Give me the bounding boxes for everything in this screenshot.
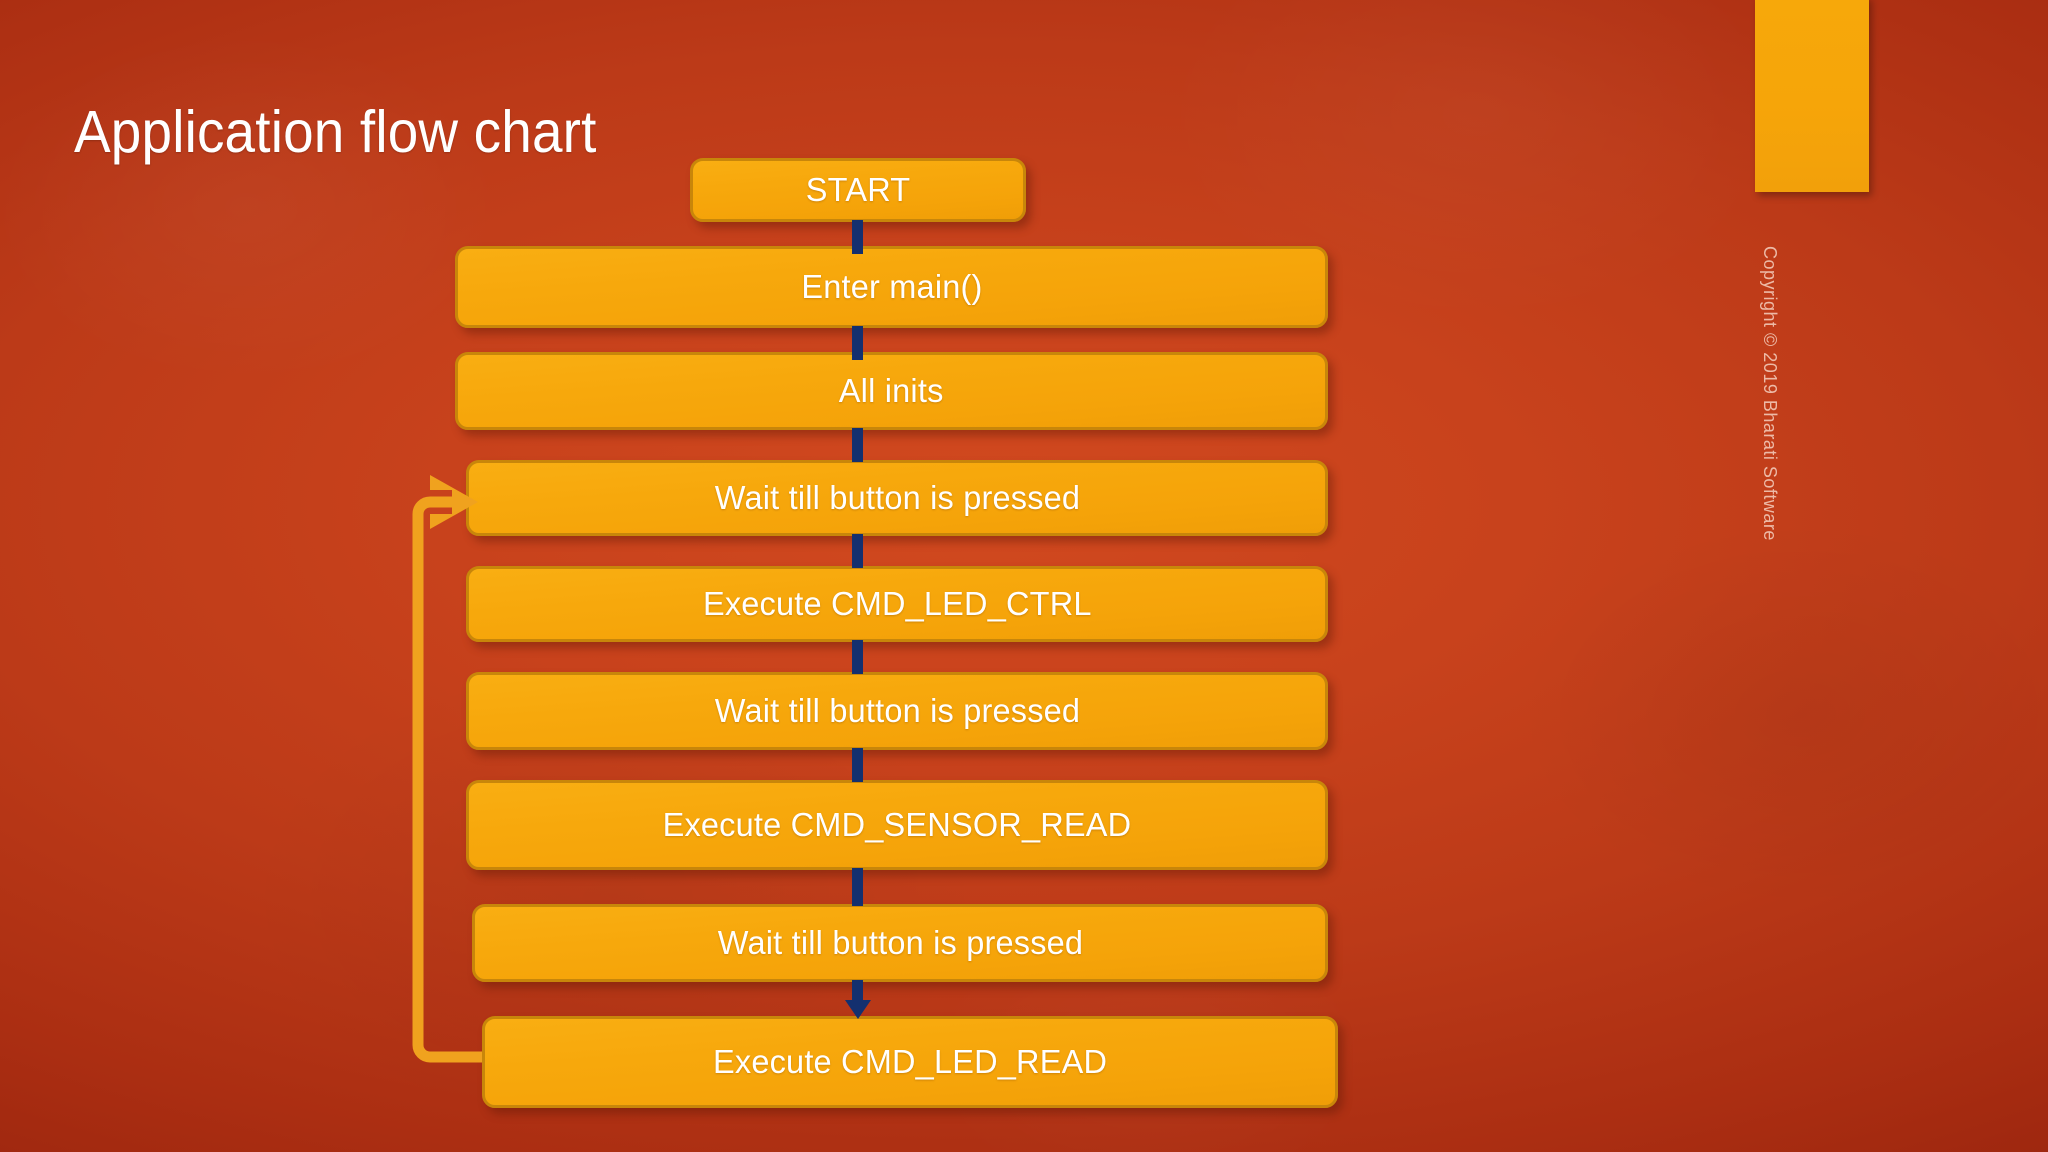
flow-node-cmd-sensor-read[interactable]: Execute CMD_SENSOR_READ <box>466 780 1328 870</box>
flow-node-label: Execute CMD_SENSOR_READ <box>662 806 1132 843</box>
flow-node-label: All inits <box>839 372 944 409</box>
flow-node-cmd-led-ctrl[interactable]: Execute CMD_LED_CTRL <box>466 566 1328 642</box>
connector-enter-main-to-all-inits <box>852 326 863 360</box>
connector-cmd-led-ctrl-to-wait-2 <box>852 640 863 674</box>
connector-wait-2-to-cmd-sensor <box>852 748 863 782</box>
page-title: Application flow chart <box>74 98 597 165</box>
flow-node-cmd-led-read[interactable]: Execute CMD_LED_READ <box>482 1016 1338 1108</box>
flow-node-all-inits[interactable]: All inits <box>455 352 1328 430</box>
arrowhead-down-icon <box>845 1000 871 1019</box>
flow-node-label: START <box>805 171 911 208</box>
flow-node-label: Wait till button is pressed <box>714 479 1080 516</box>
flow-node-label: Execute CMD_LED_READ <box>712 1043 1108 1080</box>
flow-node-label: Wait till button is pressed <box>717 924 1083 961</box>
flow-node-start[interactable]: START <box>690 158 1026 222</box>
flow-node-label: Enter main() <box>800 268 983 305</box>
connector-wait-3-to-cmd-led-read <box>852 980 863 1002</box>
flow-node-label: Wait till button is pressed <box>714 692 1080 729</box>
connector-cmd-sensor-to-wait-3 <box>852 868 863 906</box>
flow-node-enter-main[interactable]: Enter main() <box>455 246 1328 328</box>
connector-start-to-enter-main <box>852 220 863 254</box>
flow-node-wait-3[interactable]: Wait till button is pressed <box>472 904 1328 982</box>
flow-node-wait-1[interactable]: Wait till button is pressed <box>466 460 1328 536</box>
flow-node-wait-2[interactable]: Wait till button is pressed <box>466 672 1328 750</box>
flow-node-label: Execute CMD_LED_CTRL <box>702 585 1092 622</box>
connector-wait-1-to-cmd-led-ctrl <box>852 534 863 568</box>
decorative-orange-bar <box>1755 0 1869 192</box>
copyright-notice: Copyright © 2019 Bharati Software <box>1760 246 1780 541</box>
connector-all-inits-to-wait-1 <box>852 428 863 462</box>
